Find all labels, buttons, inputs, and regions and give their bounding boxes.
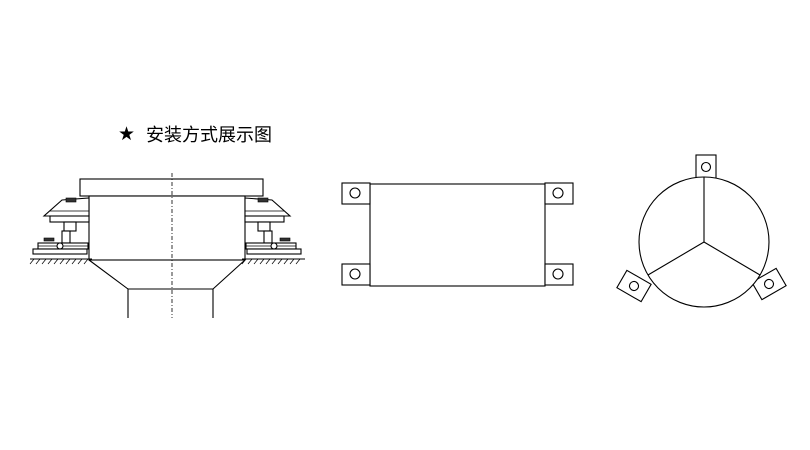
hopper-top-flange xyxy=(79,178,264,197)
hopper-cone xyxy=(88,259,246,290)
mount-plate-bottom-right xyxy=(544,263,574,286)
top-view-rectangular xyxy=(341,182,574,287)
right-load-cell xyxy=(241,230,305,265)
star-icon: ★ xyxy=(118,123,136,145)
hopper-body xyxy=(88,195,246,261)
side-view-hopper xyxy=(29,173,305,318)
mount-plate-bottom-left xyxy=(341,263,371,286)
hopper-outlet xyxy=(127,289,214,318)
left-mounting-bracket xyxy=(42,197,90,232)
right-mounting-bracket xyxy=(244,197,292,232)
mount-plate-top-left xyxy=(341,182,371,205)
rect-vessel-outline xyxy=(369,183,546,287)
divider-line-left xyxy=(647,241,705,276)
mount-tab-lower-right xyxy=(751,267,787,301)
mount-tab-lower-left xyxy=(616,269,652,303)
divider-line-right xyxy=(703,241,761,276)
title-text: 安装方式展示图 xyxy=(146,125,273,146)
left-load-cell xyxy=(29,230,92,265)
mount-plate-top-right xyxy=(544,182,574,205)
diagram-title: ★ 安装方式展示图 xyxy=(118,121,272,147)
top-view-circular xyxy=(616,154,787,308)
